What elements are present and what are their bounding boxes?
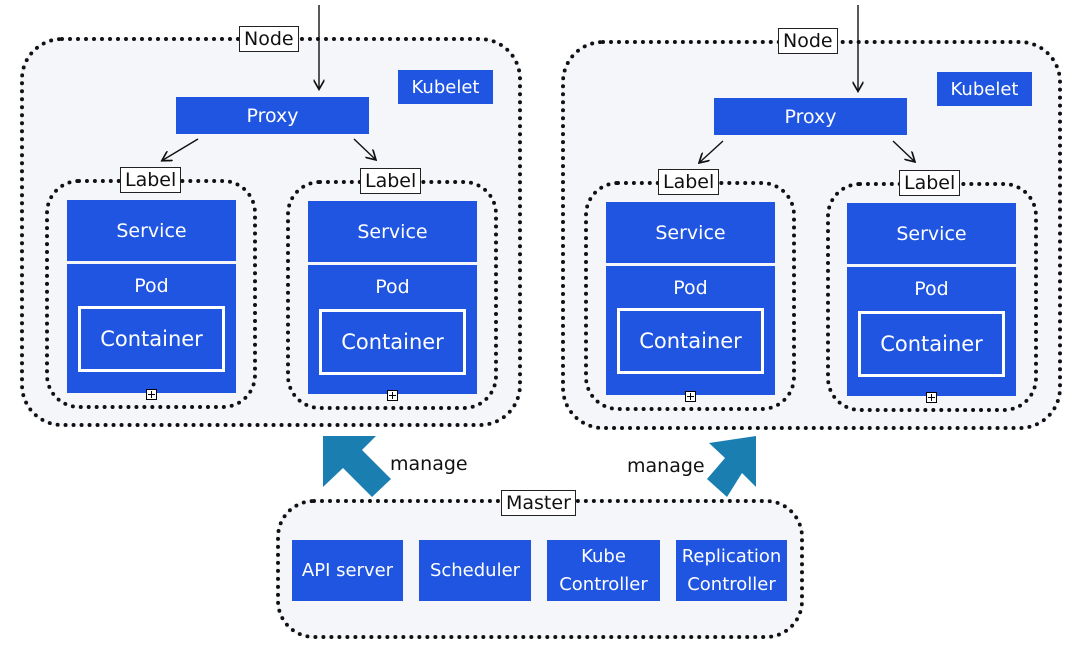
api-server-box: API server bbox=[292, 540, 403, 601]
kubelet-box-1: Kubelet bbox=[398, 70, 493, 104]
scheduler-box: Scheduler bbox=[419, 540, 531, 601]
manage-arrow-right bbox=[707, 436, 756, 497]
kube-controller-box: Kube Controller bbox=[547, 540, 660, 601]
container-box-1b: Container bbox=[319, 309, 466, 375]
manage-label-left: manage bbox=[390, 453, 468, 475]
pod-label-1a: Pod bbox=[134, 275, 169, 297]
pod-label-2b: Pod bbox=[914, 278, 949, 300]
service-box-1a: Service bbox=[67, 200, 236, 261]
container-box-1a: Container bbox=[78, 306, 225, 372]
expand-plus-icon-1b[interactable] bbox=[387, 390, 398, 401]
service-box-2b: Service bbox=[847, 203, 1016, 264]
kubelet-box-2: Kubelet bbox=[937, 72, 1032, 106]
node-label-1: Node bbox=[239, 26, 299, 52]
service-box-1b: Service bbox=[308, 201, 477, 262]
manage-arrow-left bbox=[323, 436, 391, 497]
expand-plus-icon-2a[interactable] bbox=[685, 391, 696, 402]
proxy-box-2: Proxy bbox=[714, 98, 907, 135]
manage-label-right: manage bbox=[627, 455, 705, 477]
replication-controller-box: Replication Controller bbox=[676, 540, 787, 601]
node-label-2: Node bbox=[778, 28, 838, 54]
pod-group-label-1b: Label bbox=[360, 168, 422, 194]
expand-plus-icon-1a[interactable] bbox=[146, 389, 157, 400]
master-label: Master bbox=[501, 490, 576, 516]
service-box-2a: Service bbox=[606, 202, 775, 263]
expand-plus-icon-2b[interactable] bbox=[926, 392, 937, 403]
pod-label-1b: Pod bbox=[375, 276, 410, 298]
pod-group-label-2b: Label bbox=[899, 170, 961, 196]
proxy-box-1: Proxy bbox=[176, 97, 369, 134]
pod-label-2a: Pod bbox=[673, 277, 708, 299]
container-box-2a: Container bbox=[617, 308, 764, 374]
pod-group-label-2a: Label bbox=[658, 169, 720, 195]
pod-group-label-1a: Label bbox=[120, 167, 182, 193]
container-box-2b: Container bbox=[858, 311, 1005, 377]
